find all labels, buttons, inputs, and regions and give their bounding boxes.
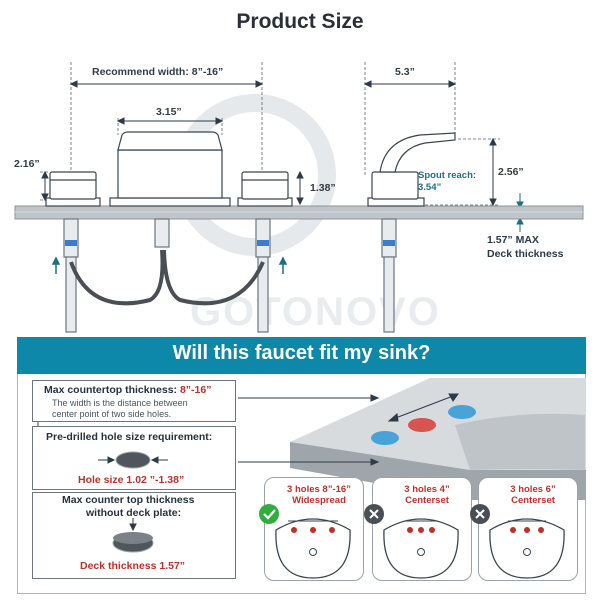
left-handle [45, 171, 101, 207]
supply-lines [63, 218, 397, 333]
deck-arrow [516, 193, 524, 232]
deck-thickness-value: Deck thickness 1.57” [80, 560, 186, 572]
faucet-dimension-diagram [14, 62, 584, 333]
hole-blue-left [371, 431, 399, 445]
control-body [109, 131, 231, 207]
recommend-width-label: Recommend width: 8”-16” [92, 66, 224, 78]
handle-height-label: 2.16” [14, 158, 40, 170]
dimension-arrows [41, 80, 497, 207]
hole-blue-right [448, 405, 476, 419]
spout-height-label: 2.56” [498, 166, 524, 178]
flow-arrows [51, 256, 288, 274]
deck-thickness-line1: Max counter top thickness [62, 494, 195, 506]
hole-size-heading: Pre-drilled hole size requirement: [46, 431, 213, 443]
deck-max-label: 1.57” MAX [487, 234, 539, 246]
hose-left [69, 249, 165, 306]
hole-red-center [408, 418, 436, 432]
hole-span-arrow [387, 393, 459, 422]
pipe-nuts [65, 240, 395, 246]
countertop-thickness-text: Max countertop thickness: [44, 384, 180, 396]
basin-centerset-6 [489, 518, 565, 579]
hole-size-value: Hole size 1.02 ”-1.38” [78, 474, 185, 486]
deck-thickness-label: Deck thickness [487, 248, 564, 260]
basin-widespread [275, 518, 351, 579]
fit-banner [17, 337, 586, 374]
countertop-thickness-heading: Max countertop thickness: 8”-16” [44, 384, 211, 396]
spout-length-label: 5.3” [395, 66, 415, 78]
spout-reach-label: Spout reach: [418, 170, 477, 181]
option-centerset6-line1: 3 holes 6” [510, 484, 556, 495]
option-widespread-line2: Widespread [292, 495, 346, 506]
deck-thickness-line2: without deck plate: [86, 507, 182, 519]
countertop-thickness-box [32, 380, 236, 422]
countertop-note-line1: The width is the distance between [52, 398, 188, 408]
basin-centerset-4 [383, 518, 459, 579]
option-centerset4-line2: Centerset [405, 495, 449, 506]
countertop-note-line2: center point of two side holes. [52, 409, 172, 419]
option-widespread-line1: 3 holes 8”-16” [287, 484, 351, 495]
spout-reach-value: 3.54” [418, 182, 442, 193]
hose-right [162, 249, 265, 306]
spout [367, 132, 456, 207]
right-handle [237, 171, 293, 207]
fit-banner-title: Will this faucet fit my sink? [172, 342, 431, 364]
body-width-label: 3.15” [156, 106, 182, 118]
basin-holes [291, 527, 544, 533]
page-title: Product Size [236, 10, 364, 33]
countertop-thickness-value: 8”-16” [179, 384, 212, 396]
check-icon [259, 504, 279, 524]
handle-base-label: 1.38” [310, 182, 336, 194]
option-centerset6-line2: Centerset [511, 495, 555, 506]
option-centerset4-line1: 3 holes 4” [404, 484, 450, 495]
